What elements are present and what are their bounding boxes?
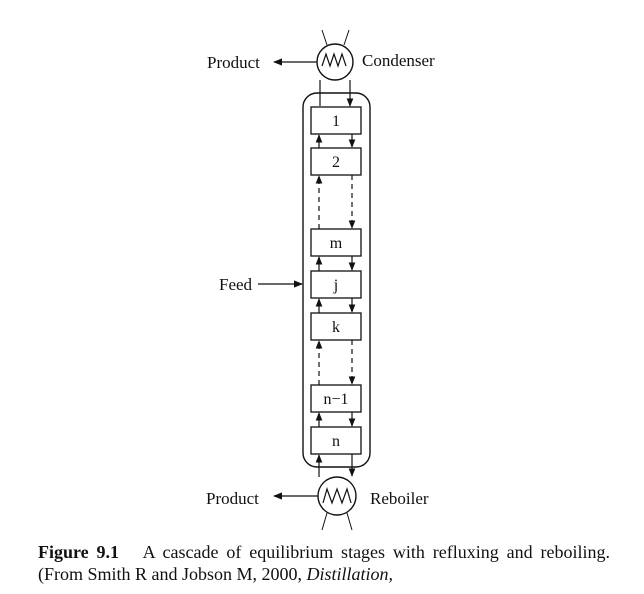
reboiler-label: Reboiler [370,489,429,508]
svg-text:2: 2 [332,154,340,171]
caption-italic: Distillation, [306,564,394,584]
reboiler-icon [317,476,357,516]
svg-text:m: m [330,235,343,252]
stage-n-minus-1: n−1 [310,384,362,413]
stage-k: k [310,312,362,341]
product-bottom-label: Product [206,489,259,508]
figure-number: Figure 9.1 [38,542,120,562]
condenser-label: Condenser [362,51,435,70]
figure-caption: Figure 9.1 A cascade of equilibrium stag… [38,541,610,585]
product-top-label: Product [207,53,260,72]
caption-text: A cascade of equilibrium stages with ref… [38,542,610,584]
svg-text:k: k [332,319,340,336]
stage-n: n [310,426,362,455]
feed-label: Feed [219,275,253,294]
column-shell [302,92,371,468]
stage-2: 2 [310,147,362,176]
condenser-icon [316,43,354,81]
stage-j: j [310,270,362,299]
svg-text:j: j [333,277,338,294]
stage-m: m [310,228,362,257]
svg-text:1: 1 [332,113,340,130]
svg-text:n−1: n−1 [323,391,348,408]
svg-text:n: n [332,433,340,450]
stage-1: 1 [310,106,362,135]
